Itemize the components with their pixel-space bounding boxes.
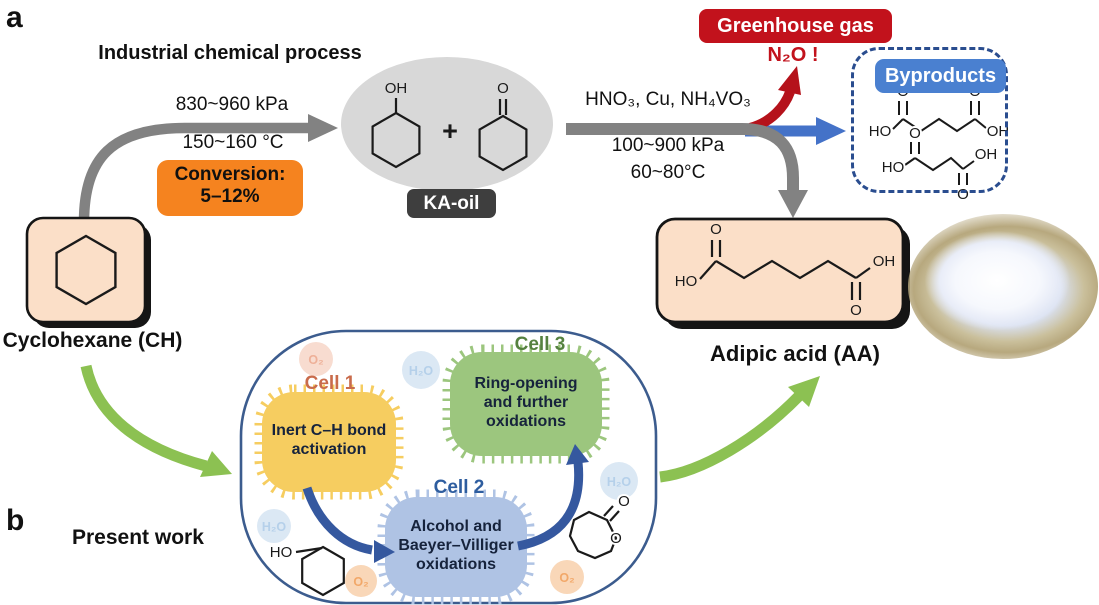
cyclohexanol-in-cells xyxy=(295,545,345,597)
o2-bubble-bottom-left-label: O₂ xyxy=(353,575,368,589)
red-arrowhead-icon xyxy=(778,66,801,95)
ka-oil-badge: KA-oil xyxy=(407,189,496,218)
cell2-blob xyxy=(377,489,535,605)
adipic-oh-label: OH xyxy=(873,253,896,270)
cell3-text: Ring-opening and further oxidations xyxy=(474,375,578,430)
succinic-ho-label: HO xyxy=(882,159,905,176)
plus-sign: + xyxy=(442,116,458,146)
industrial-temperature: 150~160 °C xyxy=(182,132,284,153)
industrial-process-title: Industrial chemical process xyxy=(98,42,362,64)
industrial-pressure: 830~960 kPa xyxy=(175,94,289,115)
gray-arrowhead-right-icon xyxy=(308,114,338,142)
n2o-label: N₂O ! xyxy=(767,44,819,66)
adipic-acid-box xyxy=(655,217,910,329)
cell-arrowhead1-icon xyxy=(374,540,395,563)
green-arrowhead2-icon xyxy=(788,376,820,407)
succinic-acid-structure xyxy=(904,142,975,185)
conversion-value: 5–12% xyxy=(200,186,260,207)
h2o-bubble-left-label: H₂O xyxy=(262,520,287,534)
caprolactone-ring-o-label: O xyxy=(610,530,622,547)
panel-a-label: a xyxy=(6,1,23,34)
caprolactone-structure xyxy=(568,505,620,560)
oxidation-temperature: 60~80°C xyxy=(630,162,706,183)
byproducts-badge: Byproducts xyxy=(875,59,1006,93)
succinic-o1-label: O xyxy=(909,125,921,142)
cell1-text: Inert C–H bond activation xyxy=(271,422,387,458)
adipic-o1-label: O xyxy=(710,221,722,238)
cyclohexane-label: Cyclohexane (CH) xyxy=(2,329,183,352)
o2-bubble-top: O₂ xyxy=(299,342,333,376)
cell3-blob xyxy=(442,344,610,464)
cell3-name: Cell 3 xyxy=(514,334,566,355)
cyclohexanol-ho-label: HO xyxy=(270,544,293,561)
green-arrowhead-icon xyxy=(200,451,232,477)
conversion-badge: Conversion: 5–12% xyxy=(157,160,303,216)
adipic-acid-label: Adipic acid (AA) xyxy=(710,341,880,366)
o2-bubble-bottom-right: O₂ xyxy=(550,560,584,594)
h2o-bubble-left: H₂O xyxy=(257,509,291,543)
glutaric-ho-label: HO xyxy=(869,123,892,140)
cell1-name: Cell 1 xyxy=(304,373,356,394)
succinic-oh-label: OH xyxy=(975,146,998,163)
greenhouse-gas-badge: Greenhouse gas xyxy=(699,9,892,43)
oxidation-reagents: HNO₃, Cu, NH₄VO₃ xyxy=(585,89,751,110)
adipic-acid-structure xyxy=(699,240,871,300)
present-work-label: Present work xyxy=(72,526,204,549)
cyclohexanone-structure xyxy=(478,99,528,172)
conversion-title: Conversion: xyxy=(174,164,286,185)
cell2-name: Cell 2 xyxy=(433,477,485,498)
succinic-o2-label: O xyxy=(957,186,969,203)
gray-arrowhead-down-icon xyxy=(778,190,808,218)
cyclohexane-structure xyxy=(55,234,117,306)
green-arrow-to-adipic xyxy=(659,376,820,483)
o2-bubble-top-label: O₂ xyxy=(308,353,323,367)
adipic-ho-label: HO xyxy=(675,273,698,290)
h2o-bubble-top: H₂O xyxy=(402,351,440,389)
cyclohexanol-oh-label: OH xyxy=(385,80,408,97)
h2o-bubble-right-label: H₂O xyxy=(607,475,632,489)
gray-arrow-oxidation xyxy=(566,123,808,218)
green-arrow-to-cells xyxy=(80,364,232,477)
cyclohexanol-structure xyxy=(371,98,421,169)
arrow-cell1-to-cell2 xyxy=(302,486,395,563)
cell-arrowhead2-icon xyxy=(566,444,589,465)
byproducts-dashed-box xyxy=(851,47,1008,193)
glutaric-oh-label: OH xyxy=(987,123,1010,140)
cell1-blob xyxy=(254,384,404,500)
adipic-o2-label: O xyxy=(850,302,862,319)
gray-arrow-industrial xyxy=(78,114,338,223)
o2-bubble-bottom-left: O₂ xyxy=(345,565,377,597)
panel-b-label: b xyxy=(6,504,25,537)
h2o-bubble-top-label: H₂O xyxy=(409,364,434,378)
cyclohexane-box xyxy=(25,216,151,328)
ka-oil-ellipse xyxy=(341,57,553,191)
arrow-cell2-to-cell3 xyxy=(517,444,589,551)
cyclohexanone-o-label: O xyxy=(497,80,509,97)
glutaric-acid-structure xyxy=(892,101,987,133)
h2o-bubble-right: H₂O xyxy=(600,462,638,500)
oxidation-pressure: 100~900 kPa xyxy=(611,135,725,156)
blue-arrowhead-icon xyxy=(816,117,846,145)
o2-bubble-bottom-right-label: O₂ xyxy=(559,571,574,585)
cell2-text: Alcohol and Baeyer–Villiger oxidations xyxy=(398,518,514,573)
adipic-acid-powder-photo xyxy=(908,214,1098,359)
caprolactone-carbonyl-o-label: O xyxy=(618,493,630,510)
